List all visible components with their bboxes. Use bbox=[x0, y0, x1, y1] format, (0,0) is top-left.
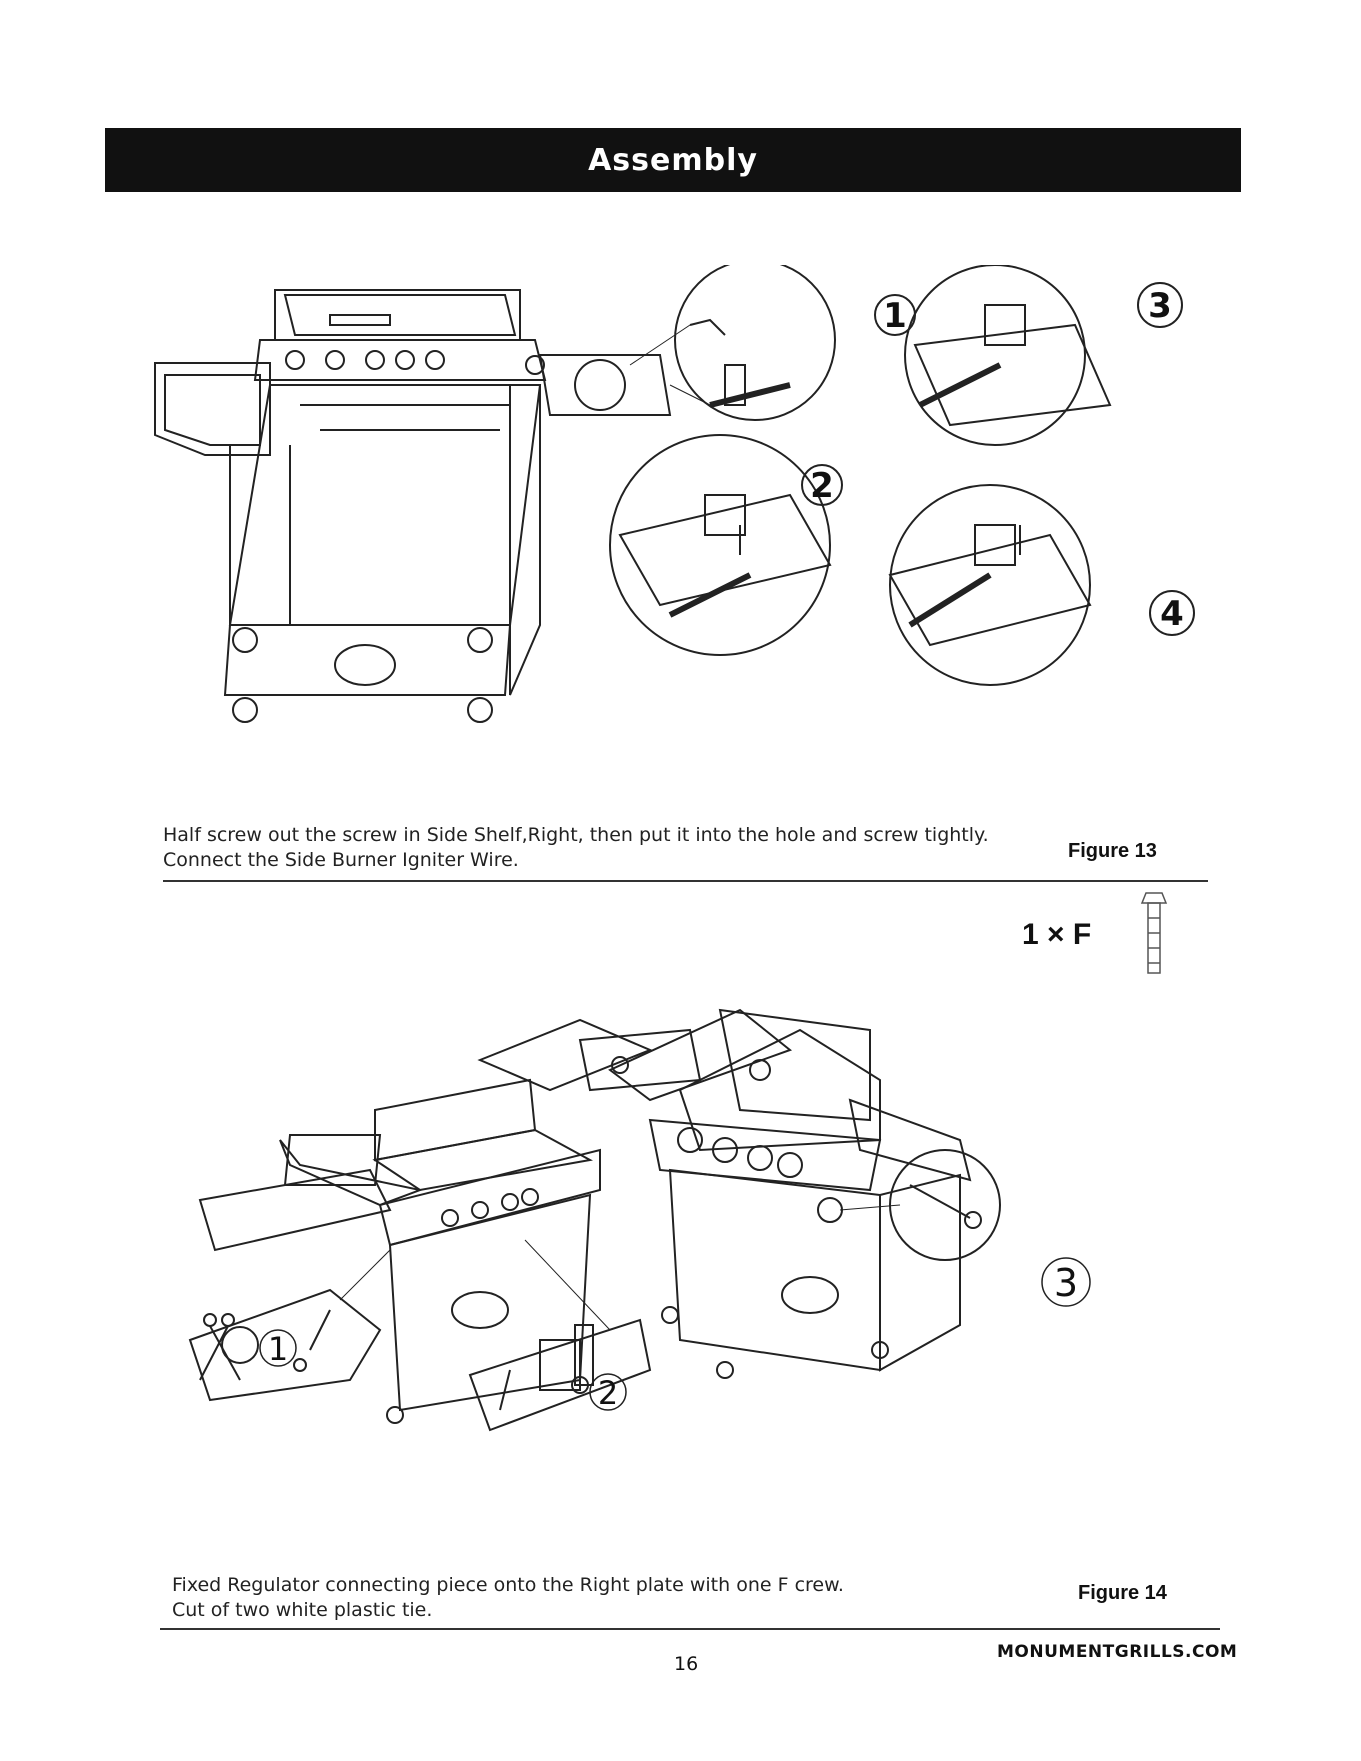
website-url: MONUMENTGRILLS.COM bbox=[997, 1642, 1238, 1662]
figure-14-label: Figure 14 bbox=[1078, 1582, 1167, 1604]
figure-14-illustration: 1 2 3 bbox=[188, 1008, 1091, 1432]
figure-13-label: Figure 13 bbox=[1068, 840, 1157, 862]
leader-line bbox=[629, 324, 691, 366]
grill-drawing-right bbox=[608, 1008, 972, 1379]
fig14-step-badge-2 bbox=[589, 1373, 627, 1411]
section-banner: Assembly bbox=[105, 128, 1241, 192]
figure-13-caption-line-2: Connect the Side Burner Igniter Wire. bbox=[163, 849, 519, 871]
leader-line bbox=[839, 1204, 901, 1211]
step-number-2: 2 bbox=[810, 466, 834, 506]
detail-step-3 bbox=[904, 265, 1112, 446]
leader-line bbox=[524, 1239, 611, 1331]
fig14-step-number-3: 3 bbox=[1054, 1261, 1078, 1305]
figure-13-caption: Half screw out the screw in Side Shelf,R… bbox=[163, 823, 989, 873]
detail-regulator-plate bbox=[468, 1318, 652, 1432]
detail-screw bbox=[889, 1149, 1001, 1261]
step-badge-1 bbox=[874, 294, 916, 336]
figure-14-caption: Fixed Regulator connecting piece onto th… bbox=[172, 1573, 844, 1623]
figure-14-caption-line-1: Fixed Regulator connecting piece onto th… bbox=[172, 1574, 844, 1596]
divider bbox=[163, 880, 1208, 882]
step-number-1: 1 bbox=[883, 296, 907, 336]
fig14-step-number-2: 2 bbox=[598, 1374, 618, 1412]
detail-step-1 bbox=[674, 265, 836, 421]
step-badge-2 bbox=[801, 464, 843, 506]
divider bbox=[160, 1628, 1220, 1630]
detail-step-2 bbox=[609, 434, 832, 656]
grill-cart-drawing bbox=[154, 289, 672, 723]
leader-line bbox=[339, 1249, 391, 1301]
fig14-step-badge-1 bbox=[259, 1329, 297, 1367]
grill-drawing-left bbox=[198, 1018, 702, 1424]
step-badge-3 bbox=[1137, 282, 1183, 328]
screw-icon bbox=[1140, 892, 1168, 974]
fig14-step-number-1: 1 bbox=[268, 1330, 288, 1368]
page-number: 16 bbox=[674, 1653, 699, 1675]
figure-13-caption-line-1: Half screw out the screw in Side Shelf,R… bbox=[163, 824, 989, 846]
fig14-step-badge-3 bbox=[1041, 1257, 1091, 1307]
detail-cut-ties bbox=[188, 1288, 382, 1402]
figure-13-illustration: 1 3 2 4 bbox=[154, 265, 1195, 723]
section-title: Assembly bbox=[588, 142, 758, 178]
step-number-3: 3 bbox=[1148, 286, 1172, 326]
parts-quantity: 1 × F bbox=[1022, 918, 1092, 951]
figure-14-caption-line-2: Cut of two white plastic tie. bbox=[172, 1599, 433, 1621]
step-badge-4 bbox=[1149, 590, 1195, 636]
detail-step-4 bbox=[888, 484, 1092, 686]
step-number-4: 4 bbox=[1160, 594, 1184, 634]
